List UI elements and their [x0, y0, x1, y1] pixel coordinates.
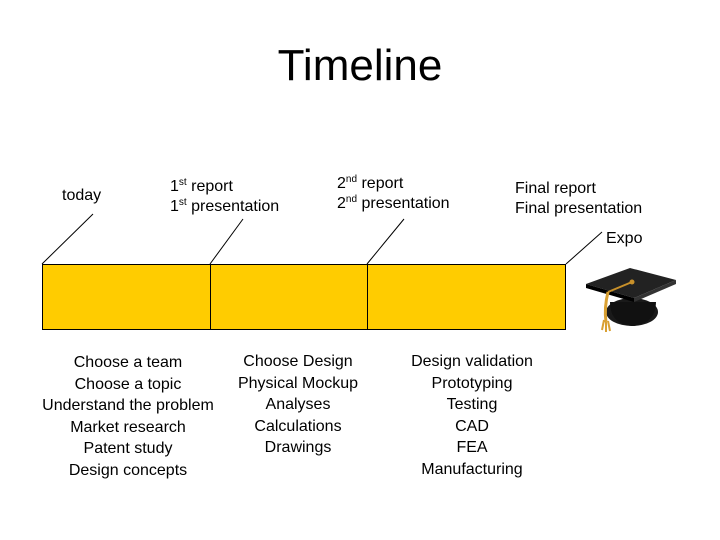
task-item: Calculations: [254, 417, 342, 435]
task-item: Testing: [446, 396, 498, 413]
connector-second: [366, 218, 405, 265]
task-item: Patent study: [83, 440, 173, 457]
milestone-expo: Expo: [606, 230, 643, 247]
task-item: Drawings: [264, 439, 332, 456]
phase-1-tasks: Choose a team Choose a topic Understand …: [30, 352, 226, 481]
milestone-second-report: 2nd report: [337, 174, 450, 194]
presentation-number: 2: [337, 195, 346, 212]
task-item: Understand the problem: [42, 397, 214, 414]
presentation-ordinal: st: [178, 197, 187, 208]
task-item: Choose a team: [73, 354, 183, 371]
report-ordinal: st: [178, 177, 187, 188]
task-item: Manufacturing: [421, 460, 523, 478]
timeline-segment-1: [42, 264, 212, 330]
graduation-cap-icon: [586, 268, 676, 332]
milestone-second-presentation: 2nd presentation: [337, 194, 450, 214]
connector-today: [41, 213, 94, 265]
milestone-first-presentation: 1st presentation: [170, 197, 279, 217]
report-text: report: [186, 178, 233, 195]
milestone-second: 2nd report 2nd presentation: [337, 174, 450, 214]
task-item: Choose a topic: [74, 375, 182, 393]
milestone-final-presentation: Final presentation: [515, 200, 643, 217]
report-text: report: [357, 175, 404, 192]
task-item: Market research: [70, 418, 186, 436]
report-number: 2: [337, 175, 346, 192]
phase-2-tasks: Choose Design Physical Mockup Analyses C…: [226, 351, 370, 459]
timeline-segment-3: [367, 264, 566, 330]
task-item: Design concepts: [68, 461, 188, 479]
phase-3-tasks: Design validation Prototyping Testing CA…: [400, 351, 544, 480]
presentation-text: presentation: [186, 198, 280, 215]
task-item: FEA: [456, 439, 488, 456]
page-title: Timeline: [277, 41, 443, 90]
task-item: CAD: [455, 417, 489, 435]
connector-final: [565, 231, 603, 265]
task-item: Physical Mockup: [237, 374, 359, 392]
presentation-text: presentation: [357, 195, 450, 212]
milestone-final-report: Final report: [515, 180, 596, 197]
milestone-first-report: 1st report: [170, 177, 279, 197]
report-number: 1: [170, 178, 179, 195]
timeline-segment-2: [210, 264, 369, 330]
milestone-first: 1st report 1st presentation: [170, 177, 279, 217]
connector-first: [209, 218, 244, 265]
task-item: Prototyping: [431, 374, 513, 392]
milestone-today: today: [62, 186, 101, 206]
presentation-ordinal: nd: [345, 194, 358, 205]
task-item: Choose Design: [243, 353, 353, 370]
task-item: Analyses: [265, 396, 331, 413]
milestone-final: Final report Final presentation: [515, 179, 642, 219]
task-item: Design validation: [411, 353, 533, 370]
milestone-today-label: today: [62, 187, 102, 204]
presentation-number: 1: [170, 198, 179, 215]
report-ordinal: nd: [345, 174, 358, 185]
